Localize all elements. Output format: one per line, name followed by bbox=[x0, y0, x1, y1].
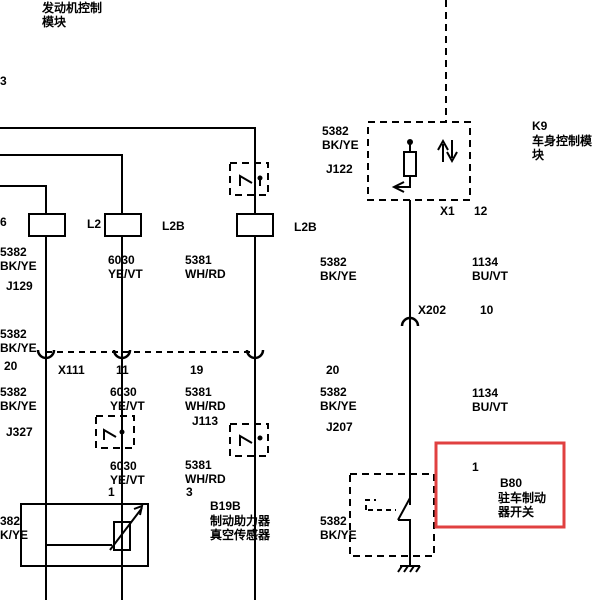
switch-top-pin bbox=[257, 175, 263, 181]
right-wire-id: 5381 bbox=[185, 253, 212, 267]
dashed-box-mid-switch bbox=[95, 415, 135, 449]
bcm-wire-color: BK/YE bbox=[322, 138, 359, 152]
splice-wire-id-2: 5382 bbox=[320, 385, 347, 399]
x111-pin-right bbox=[245, 349, 265, 360]
b19b-variable-resistor bbox=[113, 521, 131, 551]
ecm-label-line1: 发动机控制 bbox=[41, 0, 102, 15]
right-wire-color-3: WH/RD bbox=[185, 472, 226, 486]
switch-mid-pin bbox=[119, 429, 125, 435]
b19b-name: B19B bbox=[210, 499, 241, 513]
b19b-label-line1: 制动助力器 bbox=[210, 513, 271, 528]
b80-switch-contact bbox=[397, 497, 411, 566]
connector-block-mid bbox=[104, 213, 142, 237]
splice-connector: J207 bbox=[326, 420, 353, 434]
bcm-col-wire-id-2: 1134 bbox=[472, 386, 498, 400]
mid-l2b: L2B bbox=[162, 219, 185, 233]
b19b-sensor-box bbox=[20, 503, 149, 567]
right-pin-3: 3 bbox=[186, 485, 193, 499]
mid-l2: L2 bbox=[87, 217, 101, 231]
mid-wire-color-2: YE/VT bbox=[110, 399, 145, 413]
left-wire-id-3: 5382 bbox=[0, 385, 27, 399]
bcm-internal-arrow bbox=[391, 176, 411, 193]
ground-symbol-icon bbox=[397, 565, 421, 573]
dashed-box-right-switch bbox=[229, 423, 269, 457]
mid-wire-id-3: 6030 bbox=[110, 459, 137, 473]
bcm-col-wire-color: BU/VT bbox=[472, 269, 509, 283]
splice-wire-id-3: 5382 bbox=[320, 514, 347, 528]
left-connector-2: J327 bbox=[6, 425, 33, 439]
ecm-label-line2: 模块 bbox=[42, 14, 67, 29]
bcm-pin-x1: X1 bbox=[440, 204, 455, 218]
x202-pin bbox=[400, 316, 420, 327]
b80-pin: 1 bbox=[472, 460, 479, 474]
bcm-col-wire-id: 1134 bbox=[472, 255, 498, 269]
left-wire-id-4: 382 bbox=[0, 514, 20, 528]
b19b-label-line2: 真空传感器 bbox=[210, 527, 271, 542]
left-connector: J129 bbox=[6, 279, 33, 293]
b80-highlight-box bbox=[434, 441, 566, 529]
left-wire-id: 5382 bbox=[0, 245, 27, 259]
left-wire-color-3: BK/YE bbox=[0, 399, 37, 413]
switch-right-contact bbox=[239, 434, 253, 446]
x111-label: X111 bbox=[58, 363, 85, 377]
right-wire-id-2: 5381 bbox=[185, 385, 212, 399]
splice-wire-id: 5382 bbox=[320, 255, 347, 269]
left-wire-color-4: K/YE bbox=[0, 528, 28, 542]
b80-name: B80 bbox=[500, 476, 522, 490]
b19b-arrow bbox=[109, 504, 144, 551]
mid-pin-1: 1 bbox=[108, 485, 115, 499]
bcm-connector: J122 bbox=[326, 162, 353, 176]
connector-block-left bbox=[28, 213, 66, 237]
b80-dashed-actuator bbox=[365, 499, 396, 511]
right-wire-color-2: WH/RD bbox=[185, 399, 226, 413]
bus-low-wire bbox=[0, 185, 47, 214]
x111-pin-left bbox=[36, 349, 56, 360]
bcm-col-pin-10: 10 bbox=[480, 303, 494, 317]
x202-label: X202 bbox=[418, 303, 446, 317]
right-pin-19: 19 bbox=[190, 363, 204, 377]
bcm-pin-12: 12 bbox=[474, 204, 488, 218]
dashed-box-top-switch bbox=[229, 162, 269, 196]
mid-wire-color-3: YE/VT bbox=[110, 473, 145, 487]
mid-wire-id: 6030 bbox=[108, 253, 135, 267]
splice-wire-color-3: BK/YE bbox=[320, 528, 357, 542]
switch-mid-contact bbox=[103, 428, 117, 440]
b80-label-line1: 驻车制动 bbox=[498, 490, 546, 505]
bcm-name: K9 bbox=[532, 119, 548, 133]
bcm-wire-id: 5382 bbox=[322, 124, 349, 138]
ecm-pin: 3 bbox=[0, 74, 7, 88]
switch-right-pin bbox=[257, 435, 263, 441]
bcm-module-box bbox=[367, 121, 471, 201]
x111-pin-mid bbox=[112, 349, 132, 360]
bcm-label-line2: 块 bbox=[532, 147, 545, 162]
mid-wire-color: YE/VT bbox=[108, 267, 143, 281]
right-wire-id-3: 5381 bbox=[185, 458, 212, 472]
bcm-label-line1: 车身控制模 bbox=[532, 133, 593, 148]
right-l2b: L2B bbox=[294, 220, 317, 234]
right-connector: J113 bbox=[192, 414, 218, 428]
switch-top-contact bbox=[239, 174, 261, 186]
left-pin-20: 20 bbox=[4, 359, 18, 373]
left-wire-id-2: 5382 bbox=[0, 327, 27, 341]
b80-switch-box bbox=[349, 473, 435, 557]
mid-pin-11: 11 bbox=[116, 363, 129, 377]
b80-label-line2: 器开关 bbox=[497, 504, 534, 519]
splice-wire-color: BK/YE bbox=[320, 269, 357, 283]
bcm-resistor bbox=[403, 151, 417, 177]
bus-top-wire bbox=[0, 127, 256, 214]
splice-wire-color-2: BK/YE bbox=[320, 399, 357, 413]
bcm-io-arrows-icon bbox=[437, 138, 458, 164]
left-wire-color-2: BK/YE bbox=[0, 341, 37, 355]
connector-block-right bbox=[236, 213, 274, 237]
bus-mid-wire bbox=[0, 154, 123, 214]
bcm-resistor-top-pin bbox=[407, 139, 413, 145]
splice-pin-20: 20 bbox=[326, 363, 340, 377]
right-wire-color: WH/RD bbox=[185, 267, 226, 281]
bcm-col-wire-color-2: BU/VT bbox=[472, 400, 509, 414]
mid-wire-id-2: 6030 bbox=[110, 385, 137, 399]
left-pin-top: 6 bbox=[0, 215, 7, 229]
left-wire-color: BK/YE bbox=[0, 259, 37, 273]
